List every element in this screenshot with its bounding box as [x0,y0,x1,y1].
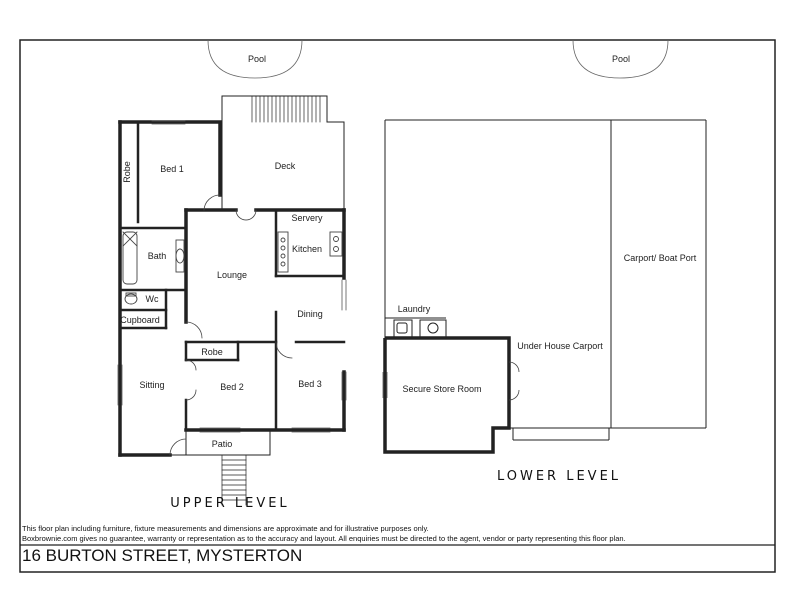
lounge-label: Lounge [217,270,247,280]
robe-side-label: Robe [122,161,132,183]
lower-level-title: LOWER LEVEL [497,469,621,484]
disclaimer-line-2: Boxbrownie.com gives no guarantee, warra… [22,534,626,543]
laundry-label: Laundry [398,304,431,314]
servery-label: Servery [291,213,323,223]
bath-label: Bath [148,251,167,261]
pool-right-shape [572,39,669,79]
patio-label: Patio [212,439,233,449]
upper-level-title: UPPER LEVEL [170,496,289,511]
bed1-label: Bed 1 [160,164,184,174]
lower-level-walls [382,119,707,454]
under-house-carport-label: Under House Carport [517,341,603,351]
wc-label: Wc [146,294,159,304]
pool-left-shape [207,39,303,79]
cupboard-label: Cupboard [120,315,160,325]
robe-label: Robe [201,347,223,357]
property-address: 16 BURTON STREET, MYSTERTON [22,546,303,565]
secure-store-room-label: Secure Store Room [402,384,481,394]
pool-right-label: Pool [612,54,630,64]
sitting-label: Sitting [139,380,164,390]
deck-label: Deck [275,161,296,171]
upper-level-walls [117,95,347,506]
dining-label: Dining [297,309,323,319]
bed3-label: Bed 3 [298,379,322,389]
pool-left-label: Pool [248,54,266,64]
bed2-label: Bed 2 [220,382,244,392]
page-frame [19,39,776,573]
disclaimer-line-1: This floor plan including furniture, fix… [22,524,429,533]
carport-boat-port-label: Carport/ Boat Port [624,253,697,263]
kitchen-label: Kitchen [292,244,322,254]
